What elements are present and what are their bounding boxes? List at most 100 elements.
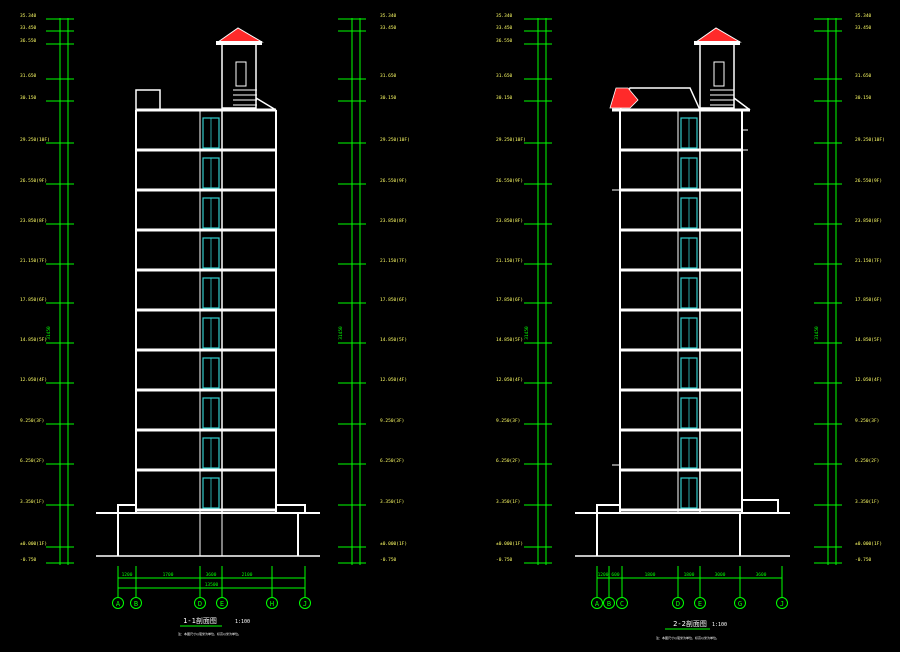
level-label: 35.340 <box>496 13 513 19</box>
level-label: 33.450 <box>496 25 513 31</box>
axis-bubble <box>194 597 206 609</box>
level-label: -0.750 <box>496 557 513 563</box>
dimension-label: 1800 <box>684 572 695 578</box>
level-label: 14.850(5F) <box>855 337 882 343</box>
level-label: 3.350(1F) <box>496 499 520 505</box>
axis-label: A <box>116 600 121 608</box>
level-label: 36.550 <box>20 38 37 44</box>
axis-bubble <box>734 597 746 609</box>
total-height-label: 31450 <box>338 326 344 340</box>
section-1-drawing: 35.340 33.450 36.550 31.650 30.150 29.250(10F… <box>20 13 410 636</box>
level-label: 12.050(4F) <box>855 377 882 383</box>
level-label: 29.250(10F) <box>855 137 885 143</box>
level-label: 21.150(7F) <box>855 258 882 264</box>
axis-label: D <box>198 600 202 608</box>
left-elevation-column: 35.340 33.450 36.550 31.650 30.150 29.250(10F… <box>496 13 552 565</box>
right-elevation-column: 35.34033.45031.65030.15029.250(10F)26.55… <box>814 13 885 565</box>
right-elevation-column: 35.34033.45031.65030.15029.250(10F)26.55… <box>338 13 410 565</box>
axis-bubble <box>616 597 628 609</box>
level-label: 6.250(2F) <box>20 458 44 464</box>
level-label: 17.850(6F) <box>380 297 407 303</box>
level-label: 9.250(3F) <box>380 418 404 424</box>
roof-tile-left <box>609 87 639 109</box>
level-label: 33.450 <box>380 25 397 31</box>
level-label: 30.150 <box>380 95 397 101</box>
level-label: 29.250(10F) <box>20 137 50 143</box>
level-label: 14.850(5F) <box>496 337 523 343</box>
level-label: 29.250(10F) <box>380 137 410 143</box>
section-note: 注：本图尺寸以毫米为单位，标高以米为单位。 <box>656 635 719 640</box>
level-label: 21.150(7F) <box>20 258 47 264</box>
section-scale: 1:100 <box>235 619 250 625</box>
section-2-drawing: 35.340 33.450 36.550 31.650 30.150 29.250(10F… <box>496 13 885 640</box>
level-label: 3.350(1F) <box>20 499 44 505</box>
level-label: 17.850(6F) <box>20 297 47 303</box>
axis-bubble <box>112 597 124 609</box>
level-label: 6.250(2F) <box>855 458 879 464</box>
level-label: 31.650 <box>20 73 37 79</box>
axis-bubble <box>216 597 228 609</box>
level-label: 9.250(3F) <box>855 418 879 424</box>
axis-label: A <box>595 600 600 608</box>
total-dimension-label: 13500 <box>205 582 219 588</box>
level-label: 33.450 <box>20 25 37 31</box>
total-height-label: 31450 <box>524 326 530 340</box>
level-label: 9.250(3F) <box>496 418 520 424</box>
level-label: 3.350(1F) <box>380 499 404 505</box>
level-label: ±0.000(1F) <box>855 541 882 547</box>
level-label: 12.050(4F) <box>496 377 523 383</box>
level-label: 26.550(9F) <box>20 178 47 184</box>
level-label: 30.150 <box>855 95 872 101</box>
level-label: 31.650 <box>496 73 513 79</box>
level-label: 3.350(1F) <box>855 499 879 505</box>
dimension-label: 1200 <box>598 572 609 578</box>
dimension-label: 1700 <box>163 572 174 578</box>
level-label: 26.550(9F) <box>855 178 882 184</box>
level-label: ±0.000(1F) <box>496 541 523 547</box>
axis-bubble <box>591 597 603 609</box>
level-label: 33.450 <box>855 25 872 31</box>
axis-bubble <box>672 597 684 609</box>
level-label: 12.050(4F) <box>20 377 47 383</box>
axis-bubble <box>694 597 706 609</box>
axis-bubble <box>266 597 278 609</box>
level-label: 36.550 <box>496 38 513 44</box>
floor-slabs <box>136 148 276 512</box>
axis-bubble <box>603 597 615 609</box>
floor-slabs <box>620 148 742 512</box>
level-label: 35.340 <box>380 13 397 19</box>
level-label: 26.550(9F) <box>496 178 523 184</box>
level-label: 30.150 <box>20 95 37 101</box>
level-label: 29.250(10F) <box>496 137 526 143</box>
level-label: 21.150(7F) <box>496 258 523 264</box>
level-label: ±0.000(1F) <box>380 541 407 547</box>
axis-label: B <box>607 600 611 608</box>
axis-bubble <box>299 597 311 609</box>
left-elevation-column: 35.340 33.450 36.550 31.650 30.150 29.250(10F… <box>20 13 74 565</box>
axis-label: D <box>676 600 680 608</box>
axis-label: J <box>303 600 307 608</box>
level-label: 17.850(6F) <box>855 297 882 303</box>
level-label: 30.150 <box>496 95 513 101</box>
level-label: 9.250(3F) <box>20 418 44 424</box>
dimension-label: 3000 <box>715 572 726 578</box>
dimension-label: 3600 <box>756 572 767 578</box>
section-note: 注：本图尺寸以毫米为单位，标高以米为单位。 <box>178 631 241 636</box>
axis-label: E <box>220 600 224 608</box>
level-label: 17.850(6F) <box>496 297 523 303</box>
section-title: 2-2剖面图 <box>673 619 707 628</box>
level-label: -0.750 <box>855 557 872 563</box>
dimension-label: 1800 <box>645 572 656 578</box>
level-label: 21.150(7F) <box>380 258 407 264</box>
level-label: 35.340 <box>20 13 37 19</box>
axis-bubble <box>130 597 142 609</box>
level-label: 12.050(4F) <box>380 377 407 383</box>
level-label: 31.650 <box>380 73 397 79</box>
axis-label: H <box>270 600 274 608</box>
stair-windows <box>680 117 698 509</box>
level-label: 23.850(8F) <box>380 218 407 224</box>
